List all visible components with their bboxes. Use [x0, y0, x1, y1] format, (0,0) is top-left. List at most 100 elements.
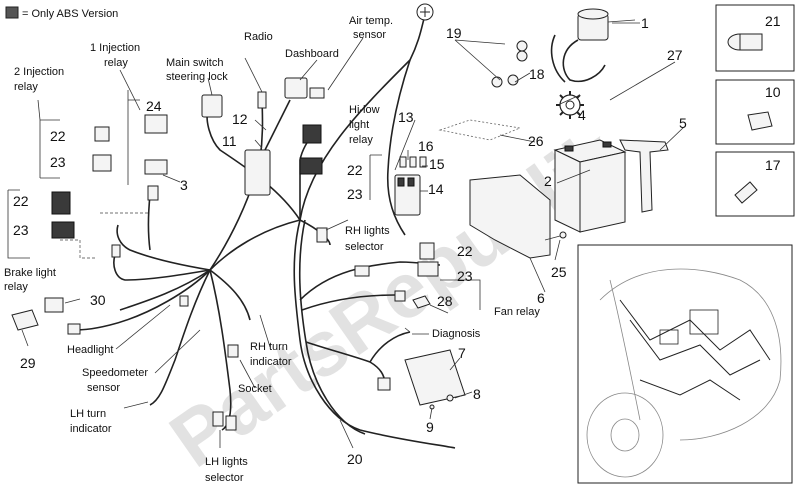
callout-9: 9: [426, 419, 434, 435]
connector-part: [67, 323, 81, 335]
fuse-part: [399, 156, 407, 168]
label-brake-line2: relay: [4, 281, 28, 293]
connector-part: [225, 415, 237, 431]
label-rh-lights-line2: selector: [345, 241, 384, 253]
connector-part: [354, 265, 370, 277]
radio-connector-part: [257, 91, 267, 109]
callout-30: 30: [90, 292, 106, 308]
callout-1: 1: [641, 15, 649, 31]
callout-19: 19: [446, 25, 462, 41]
fuse-box-part: [394, 174, 421, 216]
callout-24: 24: [146, 98, 162, 114]
label-brake-line1: Brake light: [4, 267, 56, 279]
callout-22-b: 22: [13, 193, 29, 209]
relay-part: [92, 154, 112, 172]
callout-26: 26: [528, 133, 544, 149]
label-hilow-line2: light: [349, 119, 369, 131]
callout-2: 2: [544, 173, 552, 189]
label-2-injection-line1: 2 Injection: [14, 66, 64, 78]
callout-16: 16: [418, 138, 434, 154]
label-lh-turn-line2: indicator: [70, 423, 112, 435]
screw-part: [559, 231, 567, 239]
connector-part: [179, 295, 189, 307]
callout-5: 5: [679, 115, 687, 131]
washer-part: [516, 40, 528, 52]
fuse-part: [409, 156, 417, 168]
callout-22-c: 22: [347, 162, 363, 178]
abs-relay-part: [299, 157, 323, 175]
dashed-link: [60, 239, 95, 259]
bracket-brake: [7, 189, 30, 259]
callout-23-d: 23: [457, 268, 473, 284]
callout-11: 11: [222, 133, 237, 149]
callout-23-b: 23: [13, 222, 29, 238]
callout-13: 13: [398, 109, 414, 125]
callout-22-a: 22: [50, 128, 66, 144]
ecu-part: [404, 349, 466, 406]
callout-3: 3: [180, 177, 188, 193]
abs-relay-part: [51, 191, 71, 215]
washer-part: [507, 74, 519, 86]
relay-part: [417, 261, 439, 277]
label-main-switch-line2: steering lock: [166, 71, 228, 83]
label-headlight: Headlight: [67, 344, 113, 356]
connector-part: [111, 244, 121, 258]
leader-lines: [21, 22, 685, 449]
label-lh-lights-line2: selector: [205, 472, 244, 484]
motorcycle-sketch: [586, 268, 782, 478]
main-harness: [69, 14, 456, 449]
callout-8: 8: [473, 386, 481, 402]
callout-18: 18: [529, 66, 545, 82]
label-speedometer-line1: Speedometer: [82, 367, 148, 379]
gear-icon: [556, 91, 584, 119]
connector-part: [212, 411, 224, 427]
abs-relay-part: [302, 124, 322, 144]
label-1-injection-line2: relay: [104, 57, 128, 69]
connector-block-part: [244, 149, 271, 196]
label-hilow-line1: Hi-low: [349, 104, 380, 116]
abs-relay-part: [51, 221, 75, 239]
washer-part: [516, 50, 528, 62]
callout-14: 14: [428, 181, 444, 197]
battery-part: [553, 139, 627, 233]
callout-23-a: 23: [50, 154, 66, 170]
label-rh-turn-line1: RH turn: [250, 341, 288, 353]
connector-part: [377, 377, 391, 391]
inset-box-17: [715, 151, 795, 217]
callout-20: 20: [347, 451, 363, 467]
label-1-injection-line1: 1 Injection: [90, 42, 140, 54]
label-lh-turn-line1: LH turn: [70, 408, 106, 420]
dashboard-connector-part: [284, 77, 308, 99]
label-speedometer-line2: sensor: [87, 382, 120, 394]
label-dashboard: Dashboard: [285, 48, 339, 60]
callout-4: 4: [578, 107, 586, 123]
callout-23-c: 23: [347, 186, 363, 202]
callout-21: 21: [765, 13, 781, 29]
headlight-connector-part: [11, 309, 39, 331]
label-rh-lights-line1: RH lights: [345, 225, 390, 237]
screw-part: [446, 394, 454, 402]
label-radio: Radio: [244, 31, 273, 43]
relay-part: [419, 242, 435, 260]
bracket-2-injection: [39, 119, 60, 179]
callout-17: 17: [765, 157, 781, 173]
connector-part: [394, 290, 406, 302]
connector-part: [309, 87, 325, 99]
bracket-hilow: [369, 154, 382, 200]
callout-6: 6: [537, 290, 545, 306]
connector-part: [412, 295, 431, 309]
callout-15: 15: [429, 156, 445, 172]
callout-25: 25: [551, 264, 567, 280]
callout-27: 27: [667, 47, 683, 63]
callout-12: 12: [232, 111, 248, 127]
connector-part: [316, 227, 328, 243]
main-switch-part: [201, 94, 223, 118]
screw-part: [544, 235, 561, 241]
label-2-injection-line2: relay: [14, 81, 38, 93]
bracket-1-injection: [127, 90, 140, 185]
callout-7: 7: [458, 345, 466, 361]
relay-part: [94, 126, 110, 142]
washer-part: [491, 76, 503, 88]
callout-22-d: 22: [457, 243, 473, 259]
